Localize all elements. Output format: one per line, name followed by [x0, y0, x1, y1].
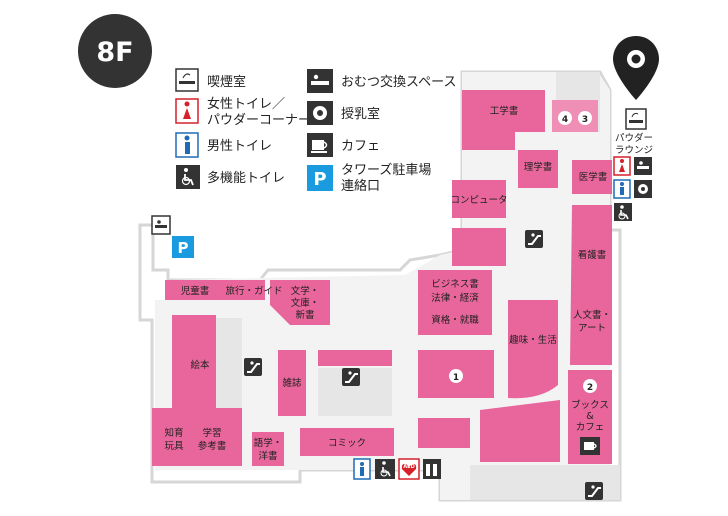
- legend-label-mens-toilet: 男性トイレ: [207, 139, 272, 154]
- numbered-markers: 1 2 3 4: [449, 111, 597, 393]
- label-business-2: 法律・経済: [431, 292, 479, 304]
- area-labels: 工学書 理学書 コンピュータ 医学書 看護書 人文書・ アート ビジネス書 法律…: [164, 105, 653, 462]
- accessible-toilet-icon: [614, 203, 632, 221]
- legend-label-parking: タワーズ駐車場: [341, 162, 431, 178]
- diaper-changing-icon: [307, 69, 333, 93]
- area-hobby[interactable]: [508, 300, 558, 399]
- label-engineering: 工学書: [490, 105, 519, 117]
- area-education[interactable]: [152, 408, 242, 466]
- label-powder-lounge-2: ラウンジ: [615, 145, 653, 156]
- label-picturebook: 絵本: [190, 359, 210, 371]
- area-picturebook[interactable]: [172, 315, 216, 409]
- womens-toilet-icon: [613, 156, 631, 176]
- label-comic: コミック: [328, 438, 366, 449]
- womens-toilet-icon: [175, 98, 199, 124]
- legend-label-accessible: 多機能トイレ: [207, 170, 285, 186]
- area-magazine[interactable]: [278, 350, 306, 416]
- label-literature-2: 文庫・: [291, 297, 320, 309]
- label-computer: コンピュータ: [450, 195, 507, 206]
- parking-icon: P: [307, 165, 333, 191]
- escalator-icon: [342, 368, 360, 386]
- marker-2[interactable]: 2: [587, 383, 593, 393]
- escalator-icon: [244, 358, 262, 376]
- accessible-toilet-icon: [375, 459, 395, 479]
- marker-4[interactable]: 4: [562, 115, 568, 125]
- accessible-toilet-icon: [176, 165, 200, 189]
- label-business-1: ビジネス書: [431, 278, 479, 290]
- area-computer[interactable]: [452, 180, 506, 218]
- legend-label-diaper: おむつ交換スペース: [341, 74, 456, 90]
- label-literature-3: 新書: [295, 309, 314, 321]
- nursing-room-icon: [634, 180, 652, 198]
- area-engineering[interactable]: [462, 90, 545, 150]
- legend-label-cafe: カフェ: [341, 139, 380, 154]
- label-books-cafe-1: ブックス: [571, 399, 609, 411]
- area-nursing-humanities[interactable]: [570, 205, 612, 365]
- legend-label-smoking: 喫煙室: [207, 74, 246, 90]
- svg-text:P: P: [313, 169, 326, 190]
- label-humanities-2: アート: [578, 323, 606, 334]
- svg-text:P: P: [178, 239, 189, 257]
- label-powder-lounge-1: パウダー: [615, 132, 653, 144]
- legend-label-womens-toilet: 女性トイレ／: [207, 96, 285, 112]
- nursing-room-icon: [307, 101, 333, 125]
- area-literature[interactable]: [270, 280, 330, 325]
- mens-toilet-icon: [175, 132, 199, 158]
- floor-badge: 8F: [78, 14, 152, 88]
- cafe-icon: [580, 437, 600, 455]
- legend-label-nursing: 授乳室: [341, 106, 380, 122]
- label-children: 児童書: [181, 285, 210, 297]
- smoking-icon: [625, 108, 647, 130]
- area-language[interactable]: [252, 432, 284, 466]
- marker-1[interactable]: 1: [453, 373, 459, 383]
- label-business-3: 資格・就職: [431, 314, 479, 326]
- label-books-cafe-2: &: [586, 411, 594, 422]
- parking-icon: P: [172, 236, 194, 258]
- legend-label-parking-2: 連絡口: [341, 178, 380, 194]
- label-hobby: 趣味・生活: [509, 334, 557, 346]
- shop-areas: [152, 90, 612, 466]
- label-humanities-1: 人文書・: [573, 309, 611, 321]
- escalator-icon: [585, 482, 603, 500]
- label-language-2: 洋書: [258, 450, 277, 462]
- legend: 喫煙室 女性トイレ／ パウダーコーナー 男性トイレ 多機能トイレ: [175, 68, 456, 194]
- elevator-icon: [423, 459, 441, 479]
- area-medical[interactable]: [572, 160, 612, 194]
- diaper-changing-icon: [634, 157, 652, 175]
- label-books-cafe-3: カフェ: [576, 422, 605, 433]
- building-outline: [138, 70, 622, 502]
- label-education-2: 玩具: [164, 441, 184, 452]
- label-travel: 旅行・ガイド: [225, 285, 282, 297]
- label-literature-1: 文学・: [291, 285, 320, 297]
- cafe-icon: [307, 133, 333, 157]
- label-medical: 医学書: [579, 171, 608, 183]
- area-children-travel[interactable]: [165, 280, 265, 300]
- label-science: 理学書: [524, 161, 553, 173]
- area-comic[interactable]: [300, 428, 394, 456]
- legend-label-powder-corner: パウダーコーナー: [207, 113, 311, 128]
- label-magazine: 雑誌: [282, 377, 302, 389]
- label-nursing: 看護書: [578, 249, 607, 261]
- floor-label: 8F: [96, 37, 133, 68]
- aed-icon: AED: [398, 458, 420, 480]
- mens-toilet-icon: [613, 179, 631, 199]
- location-pin-icon: [613, 36, 659, 100]
- area-science[interactable]: [518, 150, 558, 188]
- label-study-1: 学習: [202, 427, 221, 439]
- mens-toilet-icon: [353, 458, 371, 480]
- label-language-1: 語学・: [254, 437, 283, 449]
- aed-label: AED: [403, 464, 414, 470]
- marker-3[interactable]: 3: [582, 115, 588, 125]
- diaper-changing-icon: [151, 215, 171, 235]
- smoking-icon: [175, 68, 199, 92]
- label-education-1: 知育: [164, 427, 183, 439]
- label-study-2: 参考書: [198, 440, 227, 452]
- area-business[interactable]: [418, 270, 492, 335]
- escalator-icon: [525, 230, 543, 248]
